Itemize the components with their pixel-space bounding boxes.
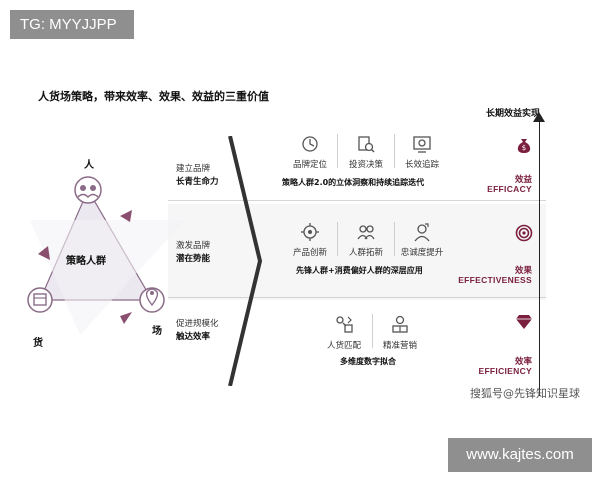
layer-1-caption-1: 品牌定位 — [292, 160, 327, 170]
page-title: 人货场策略，带来效率、效果、效益的三重价值 — [38, 90, 269, 103]
audience-expansion-icon — [357, 225, 375, 240]
node-people — [74, 176, 102, 204]
layer-2-divider-1 — [337, 222, 338, 256]
watermark-top: TG: MYYJJPP — [10, 10, 134, 39]
product-innovation-icon — [301, 223, 319, 241]
strategy-triangle-diagram — [27, 176, 185, 335]
people-goods-match-icon — [336, 316, 353, 333]
arrow-marker-bottom — [120, 312, 132, 324]
diamond-icon — [516, 315, 532, 329]
result-2-cn: 效果 — [514, 266, 532, 276]
layer-2-caption-3: 忠诚度提升 — [400, 248, 444, 258]
layer-1-caption-3: 长效追踪 — [404, 160, 439, 170]
target-icon — [515, 224, 533, 242]
arrow-marker-top-right — [120, 210, 132, 222]
layer-2-caption-2: 人群拓新 — [348, 248, 383, 258]
layer-1-divider-1 — [337, 134, 338, 168]
svg-text:$: $ — [522, 144, 526, 152]
layer-2-divider-2 — [394, 222, 395, 256]
layer-2-caption-1: 产品创新 — [292, 248, 327, 258]
watermark-sohu: 搜狐号@先锋知识星球 — [470, 387, 580, 400]
layer-3-summary: 多维度数字拟合 — [340, 357, 396, 366]
layer-2-label-line1: 激发品牌 — [176, 241, 211, 251]
triangle-label-place: 场 — [152, 326, 162, 337]
layer-3-label-line1: 促进规模化 — [176, 319, 219, 329]
arrow-marker-left — [38, 246, 50, 260]
layer-1-bg — [168, 118, 546, 216]
layer-1-label-line1: 建立品牌 — [176, 164, 211, 174]
result-2-en: EFFECTIVENESS — [458, 275, 532, 285]
chevron-arrow — [228, 136, 263, 386]
long-term-tracking-icon — [413, 136, 431, 153]
result-1-en: EFFICACY — [487, 184, 532, 194]
layer-1-label: 建立品牌 长青生命力 — [176, 163, 219, 189]
triangle-label-people: 人 — [84, 160, 94, 171]
layer-3-caption-2: 精准营销 — [382, 341, 417, 351]
layer-2-label: 激发品牌 潜在势能 — [176, 240, 210, 266]
layer-2-label-line2: 潜在势能 — [176, 254, 211, 264]
loyalty-boost-icon — [414, 223, 430, 242]
axis-title: 长期效益实现 — [486, 109, 541, 119]
brand-position-icon — [302, 136, 318, 152]
vertical-axis-line — [539, 116, 540, 396]
layer-1-caption-2: 投资决策 — [348, 160, 383, 170]
money-bag-icon: $ — [517, 139, 531, 153]
layer-3-divider-1 — [372, 314, 373, 348]
layer-1-summary: 策略人群2.0的立体洞察和持续追踪迭代 — [282, 178, 425, 187]
investment-decision-icon — [358, 136, 375, 153]
layer-separator-2 — [168, 297, 546, 298]
triangle-background — [30, 220, 185, 335]
layer-separator-1 — [168, 200, 546, 201]
layer-1-label-line2: 长青生命力 — [176, 177, 219, 187]
precision-marketing-icon — [392, 315, 408, 333]
layer-2-summary: 先锋人群+消费偏好人群的深层应用 — [296, 266, 423, 275]
result-1-cn: 效益 — [514, 175, 532, 185]
layer-3-label-line2: 触达效率 — [176, 332, 211, 342]
layer-2-bg — [168, 204, 546, 302]
triangle-center-label: 策略人群 — [66, 256, 106, 267]
layer-1-divider-2 — [394, 134, 395, 168]
node-goods — [27, 287, 53, 313]
result-3-en: EFFICIENCY — [478, 366, 532, 376]
result-3-cn: 效率 — [514, 357, 532, 367]
watermark-bottom: www.kajtes.com — [448, 438, 592, 472]
layer-3-label: 促进规模化 触达效率 — [176, 318, 219, 344]
triangle-label-goods: 货 — [33, 338, 43, 349]
layer-3-caption-1: 人货匹配 — [326, 341, 361, 351]
